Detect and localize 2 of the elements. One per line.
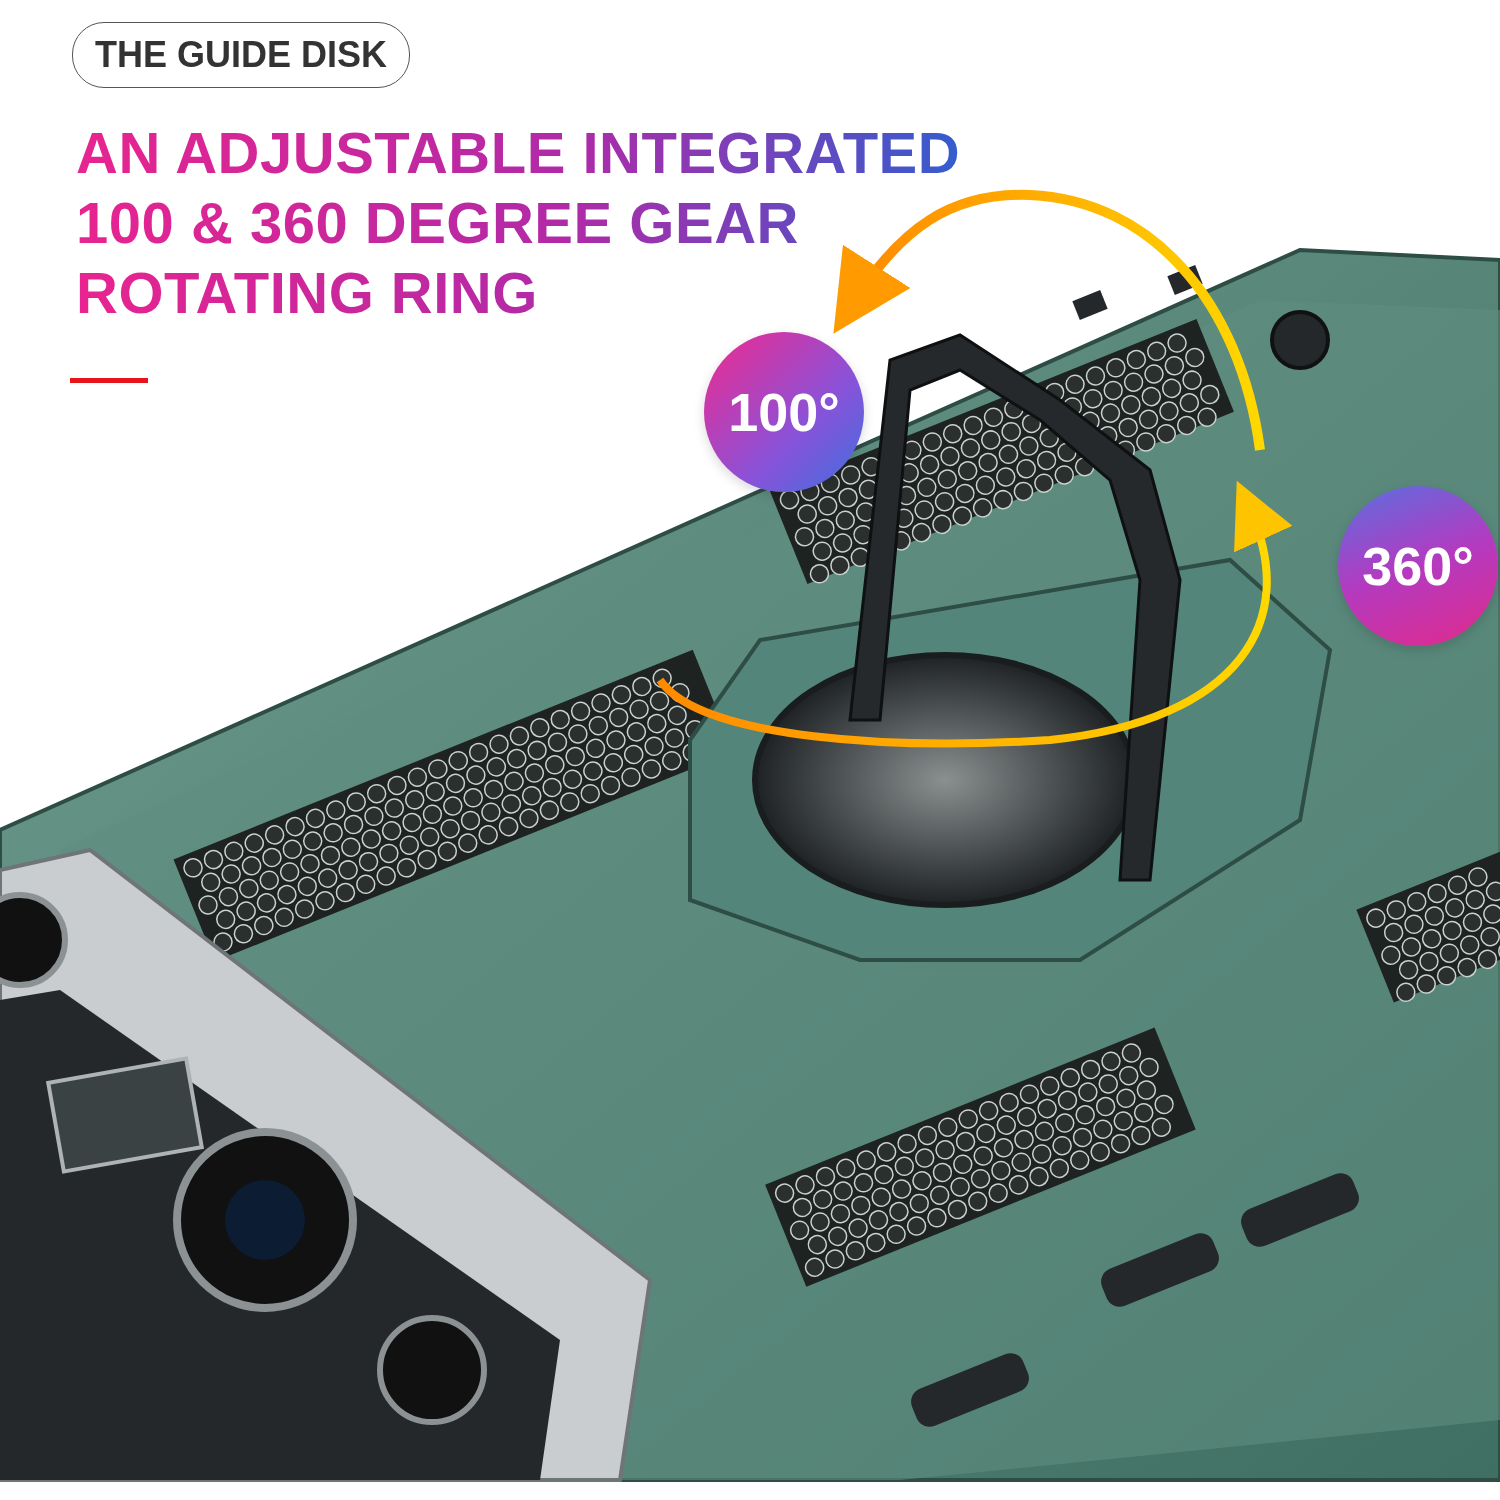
tag-pill: THE GUIDE DISK [72,22,411,88]
degree-badge: 100° [704,332,864,492]
